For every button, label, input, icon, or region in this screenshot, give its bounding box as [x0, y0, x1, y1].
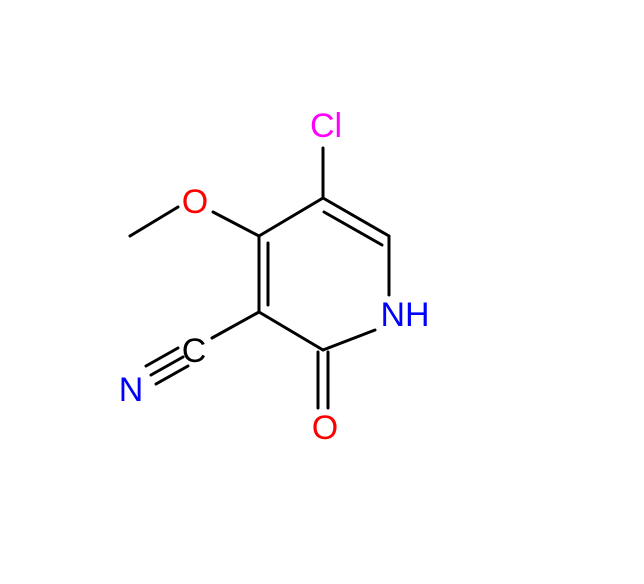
chlorine-atom-label: Cl	[310, 107, 342, 145]
nitrile-nitrogen-atom-label: N	[119, 371, 144, 409]
bond-c4-o	[211, 210, 261, 238]
bond-c3-cn	[210, 310, 261, 340]
bond-nitrile-2	[149, 355, 185, 377]
ring-nitrogen-atom-label: NH	[380, 296, 429, 334]
bond-c5-c6	[321, 196, 391, 238]
methoxy-oxygen-atom-label: O	[182, 183, 208, 221]
bond-c5-c6-inner	[322, 210, 384, 247]
bond-n1-c2	[321, 328, 377, 352]
bond-c2-c3	[257, 310, 325, 352]
bond-o-ch3	[128, 205, 180, 238]
bond-nitrile-3	[154, 364, 190, 386]
nitrile-carbon-atom-label: C	[182, 332, 207, 370]
bond-c4-c5	[257, 196, 325, 238]
carbonyl-oxygen-atom-label: O	[312, 409, 338, 447]
bond-nitrile-1	[144, 346, 180, 368]
